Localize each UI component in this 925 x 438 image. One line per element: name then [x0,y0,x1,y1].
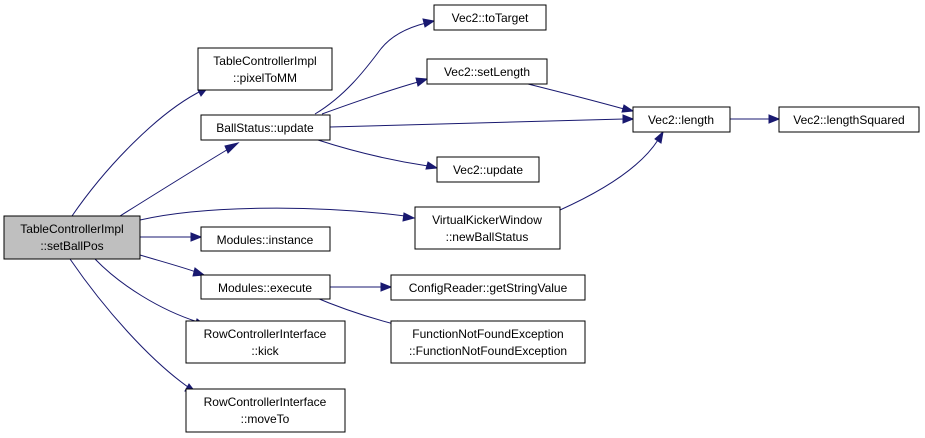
node-label-line1: RowControllerInterface [204,395,327,409]
node-tablecontrollerimpl-setballpos[interactable]: TableControllerImpl ::setBallPos [3,215,141,260]
node-vec2-totarget[interactable]: Vec2::toTarget [433,4,547,31]
node-label: Modules::instance [217,233,314,247]
node-vec2-lengthsquared[interactable]: Vec2::lengthSquared [778,106,920,133]
node-label-line2: ::kick [251,344,279,358]
node-tablecontrollerimpl-pixeltomm[interactable]: TableControllerImpl ::pixelToMM [197,47,333,91]
node-functionnotfoundexception-ctor[interactable]: FunctionNotFoundException ::FunctionNotF… [390,320,586,364]
node-label-line2: ::setBallPos [40,239,103,253]
edge-execute-to-getstringvalue [330,282,393,292]
edge-setballpos-to-pixeltomm [71,84,211,217]
node-label-line1: RowControllerInterface [204,327,327,341]
node-label: Vec2::length [648,113,714,127]
edge-newballstatus-to-length [559,130,664,211]
node-label: Vec2::update [453,163,523,177]
edge-ballstatus-to-vec2-update [317,139,439,170]
node-label-line1: VirtualKickerWindow [432,213,542,227]
edge-setballpos-to-kick [94,258,208,327]
node-modules-instance[interactable]: Modules::instance [200,226,331,252]
node-label-line2: ::moveTo [241,412,290,426]
edge-setballpos-to-moveto [69,258,198,394]
node-vec2-update[interactable]: Vec2::update [436,156,540,183]
node-vec2-setlength[interactable]: Vec2::setLength [426,58,548,85]
node-virtualkickerwindow-newballstatus[interactable]: VirtualKickerWindow ::newBallStatus [414,206,561,250]
node-label: BallStatus::update [216,121,314,135]
edge-setballpos-to-modules-instance [140,232,203,242]
edge-ballstatus-to-length [329,114,635,128]
node-configreader-getstringvalue[interactable]: ConfigReader::getStringValue [390,274,586,301]
node-ballstatus-update[interactable]: BallStatus::update [200,114,331,141]
edge-ballstatus-to-totarget [314,18,436,115]
edge-setlength-to-length [527,83,635,113]
node-label: Vec2::toTarget [452,11,529,25]
edge-length-to-lengthsquared [730,114,781,124]
node-label-line2: ::newBallStatus [446,230,529,244]
edge-setballpos-to-newballstatus [139,207,416,222]
node-rowcontrollerinterface-kick[interactable]: RowControllerInterface ::kick [185,320,346,364]
node-label: Vec2::setLength [444,65,530,79]
node-modules-execute[interactable]: Modules::execute [200,274,331,300]
node-label-line2: ::pixelToMM [233,71,297,85]
node-vec2-length[interactable]: Vec2::length [632,106,731,133]
node-rowcontrollerinterface-moveto[interactable]: RowControllerInterface ::moveTo [185,388,346,433]
node-label-line1: TableControllerImpl [20,222,123,236]
edge-setballpos-to-ballstatus-update [119,142,240,217]
edge-setballpos-to-modules-execute [139,254,206,277]
node-label: ConfigReader::getStringValue [409,281,568,295]
node-label-line2: ::FunctionNotFoundException [409,344,567,358]
node-label-line1: FunctionNotFoundException [412,327,563,341]
node-label-line1: TableControllerImpl [213,54,316,68]
node-label: Modules::execute [218,281,312,295]
node-label: Vec2::lengthSquared [793,113,904,127]
edge-ballstatus-to-setlength [321,77,429,115]
